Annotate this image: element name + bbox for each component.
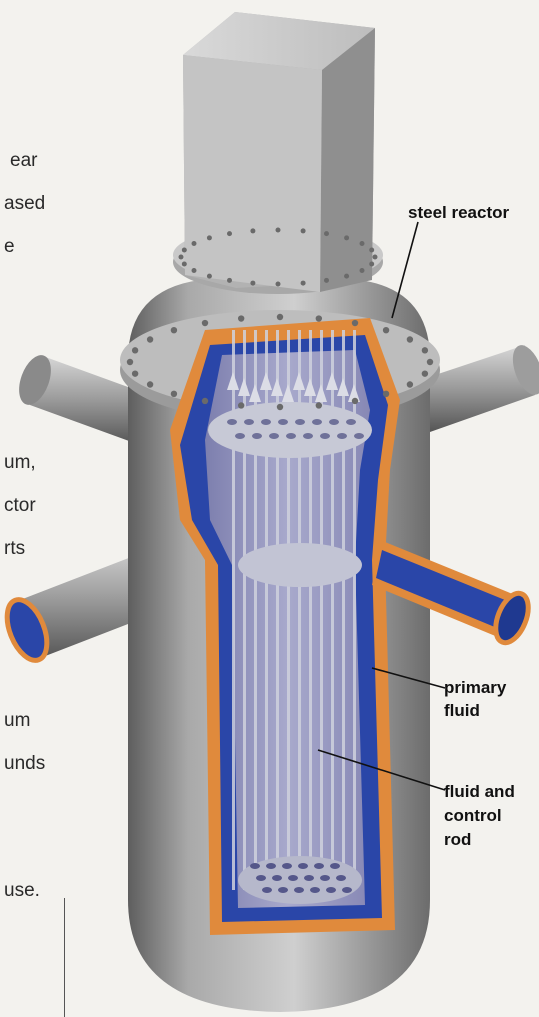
plate-hole (278, 419, 288, 425)
plate-hole (337, 433, 347, 439)
flange-bolt (227, 231, 232, 236)
flange-bolt (277, 404, 283, 410)
flange-bolt (207, 235, 212, 240)
flange-bolt (316, 402, 322, 408)
lower-core-plate (238, 856, 362, 904)
plate-hole (312, 419, 322, 425)
flange-bolt (301, 281, 306, 286)
label-fluid-control-2: control (444, 806, 502, 825)
plate-hole (342, 887, 352, 893)
plate-hole (227, 419, 237, 425)
plate-hole (354, 433, 364, 439)
flange-bolt (238, 315, 244, 321)
upper-support-plate (208, 402, 372, 458)
flange-bolt (238, 402, 244, 408)
plate-hole (326, 887, 336, 893)
plate-hole (252, 433, 262, 439)
flange-bolt (147, 381, 153, 387)
plate-hole (250, 863, 260, 869)
plate-hole (314, 863, 324, 869)
plate-hole (269, 433, 279, 439)
plate-hole (256, 875, 266, 881)
flange-bolt (324, 231, 329, 236)
label-fluid-control-3: rod (444, 830, 471, 849)
flange-bolt (276, 282, 281, 287)
label-primary-fluid-2: fluid (444, 701, 480, 720)
plate-hole (346, 419, 356, 425)
plate-hole (244, 419, 254, 425)
plate-hole (278, 887, 288, 893)
plate-hole (330, 863, 340, 869)
flange-bolt (182, 248, 187, 253)
flange-bolt (373, 255, 378, 260)
plate-hole (235, 433, 245, 439)
plate-hole (272, 875, 282, 881)
plate-hole (282, 863, 292, 869)
flange-bolt (360, 241, 365, 246)
flange-bolt (127, 359, 133, 365)
plate-hole (298, 863, 308, 869)
flange-bolt (250, 228, 255, 233)
flange-bolt (227, 278, 232, 283)
flange-bolt (171, 327, 177, 333)
mid-support-plate (238, 543, 362, 587)
plate-hole (303, 433, 313, 439)
plate-hole (294, 887, 304, 893)
label-steel-reactor: steel reactor (408, 203, 509, 222)
plate-hole (329, 419, 339, 425)
flange-bolt (207, 274, 212, 279)
flange-bolt (352, 398, 358, 404)
plate-hole (295, 419, 305, 425)
flange-bolt (171, 391, 177, 397)
label-fluid-control-1: fluid and (444, 782, 515, 801)
flange-bolt (132, 370, 138, 376)
closure-head-block (183, 12, 375, 292)
plate-hole (310, 887, 320, 893)
flange-bolt (324, 278, 329, 283)
flange-bolt (422, 370, 428, 376)
flange-bolt (369, 261, 374, 266)
flange-bolt (191, 268, 196, 273)
flange-bolt (191, 241, 196, 246)
plate-hole (266, 863, 276, 869)
plate-hole (261, 419, 271, 425)
flange-bolt (352, 320, 358, 326)
flange-bolt (182, 261, 187, 266)
flange-bolt (344, 274, 349, 279)
flange-bolt (277, 314, 283, 320)
flange-bolt (369, 248, 374, 253)
flange-bolt (360, 268, 365, 273)
flange-bolt (407, 336, 413, 342)
flange-bolt (202, 320, 208, 326)
flange-bolt (301, 228, 306, 233)
plate-hole (336, 875, 346, 881)
flange-bolt (344, 235, 349, 240)
flange-bolt (383, 327, 389, 333)
flange-bolt (422, 347, 428, 353)
plate-hole (288, 875, 298, 881)
plate-hole (320, 875, 330, 881)
flange-bolt (316, 315, 322, 321)
label-primary-fluid-1: primary (444, 678, 507, 697)
plate-hole (320, 433, 330, 439)
plate-hole (304, 875, 314, 881)
flange-bolt (276, 228, 281, 233)
flange-bolt (427, 359, 433, 365)
flange-bolt (407, 381, 413, 387)
plate-hole (262, 887, 272, 893)
plate-hole (286, 433, 296, 439)
flange-bolt (147, 336, 153, 342)
flange-bolt (179, 255, 184, 260)
flange-bolt (202, 398, 208, 404)
flange-bolt (250, 281, 255, 286)
flange-bolt (383, 391, 389, 397)
flange-bolt (132, 347, 138, 353)
